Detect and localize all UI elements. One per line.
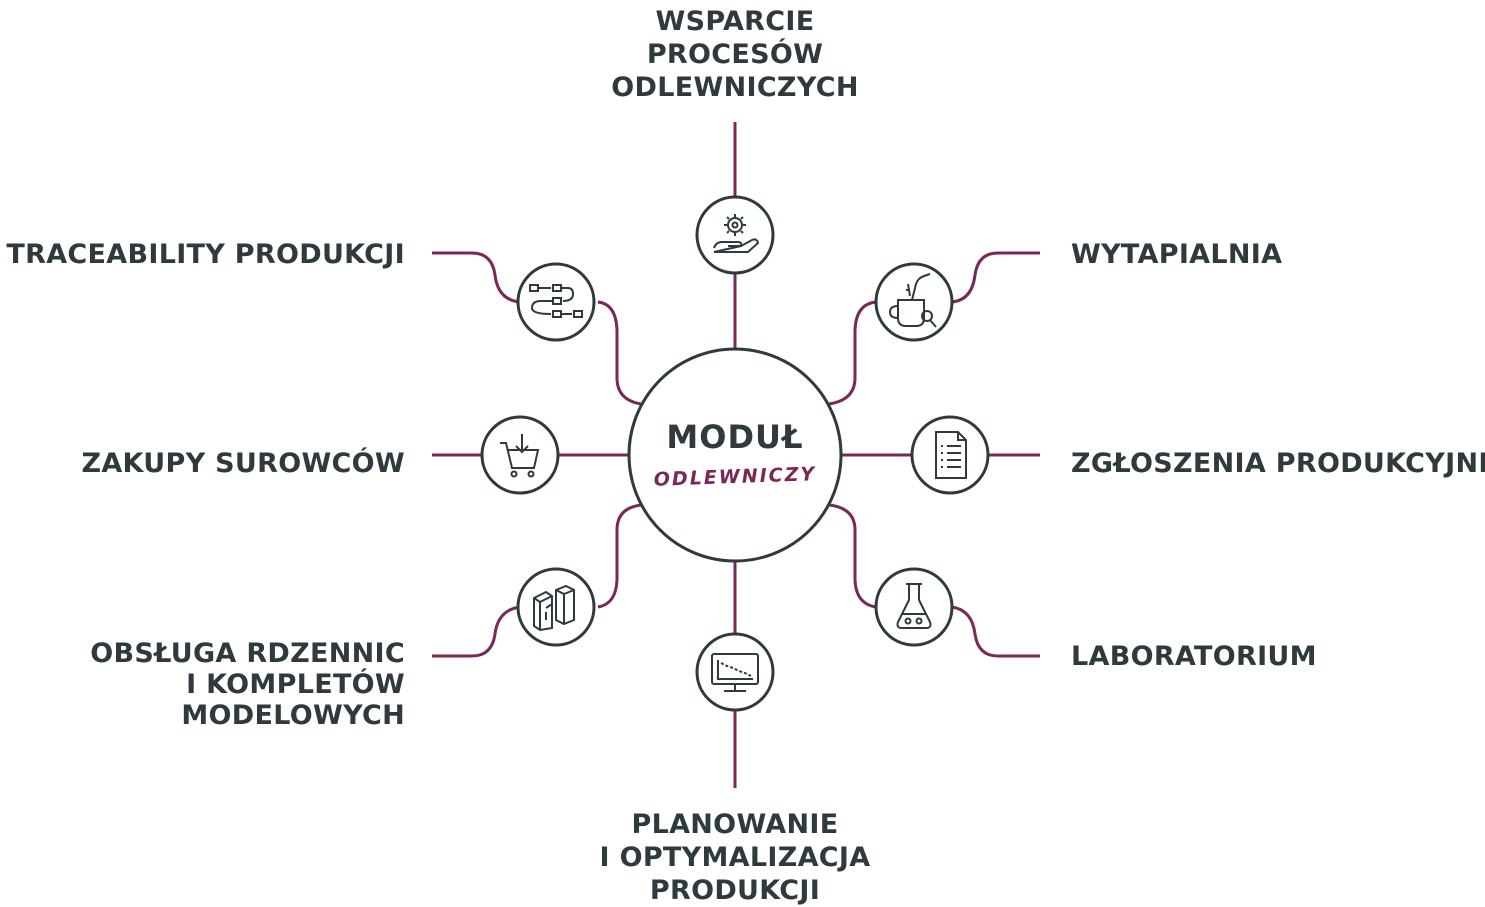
label-wytapialnia: WYTAPIALNIA [1071,238,1282,271]
label-line: TRACEABILITY PRODUKCJI [6,239,405,270]
label-planowanie: PLANOWANIE I OPTYMALIZACJA PRODUKCJI [560,808,910,907]
label-line: I KOMPLETÓW [186,669,405,700]
connector-wytapialnia [828,251,1040,406]
node-zgloszenia[interactable] [910,415,990,495]
connector-traceability [432,251,642,406]
gear-hand-icon [713,214,760,253]
node-wsparcie[interactable] [695,195,775,275]
label-zgloszenia: ZGŁOSZENIA PRODUKCYJNE [1071,447,1485,480]
label-line: OBSŁUGA RDZENNIC [90,638,405,669]
connector-laboratorium [828,503,1040,658]
label-traceability: TRACEABILITY PRODUKCJI [6,238,405,271]
cart-icon [500,434,540,478]
label-laboratorium: LABORATORIUM [1071,640,1317,673]
node-planowanie[interactable] [695,632,775,712]
ladle-pour-icon [888,273,937,328]
label-line: ODLEWNICZYCH [611,72,859,103]
monitor-chart-icon [711,653,759,692]
center-title: MODUŁ [666,418,804,456]
connectors [432,122,1040,788]
label-line: PROCESÓW [646,39,824,70]
connector-obsluga [432,503,642,658]
label-line: ZGŁOSZENIA PRODUKCYJNE [1071,448,1485,479]
label-line: MODELOWYCH [181,700,405,731]
label-line: WYTAPIALNIA [1071,239,1283,270]
label-obsluga: OBSŁUGA RDZENNIC I KOMPLETÓW MODELOWYCH [90,638,405,731]
label-wsparcie: WSPARCIE PROCESÓW ODLEWNICZYCH [585,5,885,104]
boxes-icon [533,584,575,632]
flask-icon [896,583,932,629]
label-line: LABORATORIUM [1071,641,1317,672]
label-line: WSPARCIE [655,6,815,37]
label-line: ZAKUPY SUROWCÓW [81,448,405,479]
document-list-icon [935,431,967,479]
node-obsluga[interactable] [516,567,596,647]
label-line: PLANOWANIE [631,809,839,840]
node-laboratorium[interactable] [874,567,954,647]
node-zakupy[interactable] [480,415,560,495]
label-line: PRODUKCJI [649,875,821,906]
node-wytapialnia[interactable] [874,262,954,342]
node-traceability[interactable] [516,262,596,342]
label-line: I OPTYMALIZACJA [599,842,871,873]
flow-process-icon [529,284,583,318]
center-circle [627,347,843,563]
label-zakupy: ZAKUPY SUROWCÓW [81,447,405,480]
